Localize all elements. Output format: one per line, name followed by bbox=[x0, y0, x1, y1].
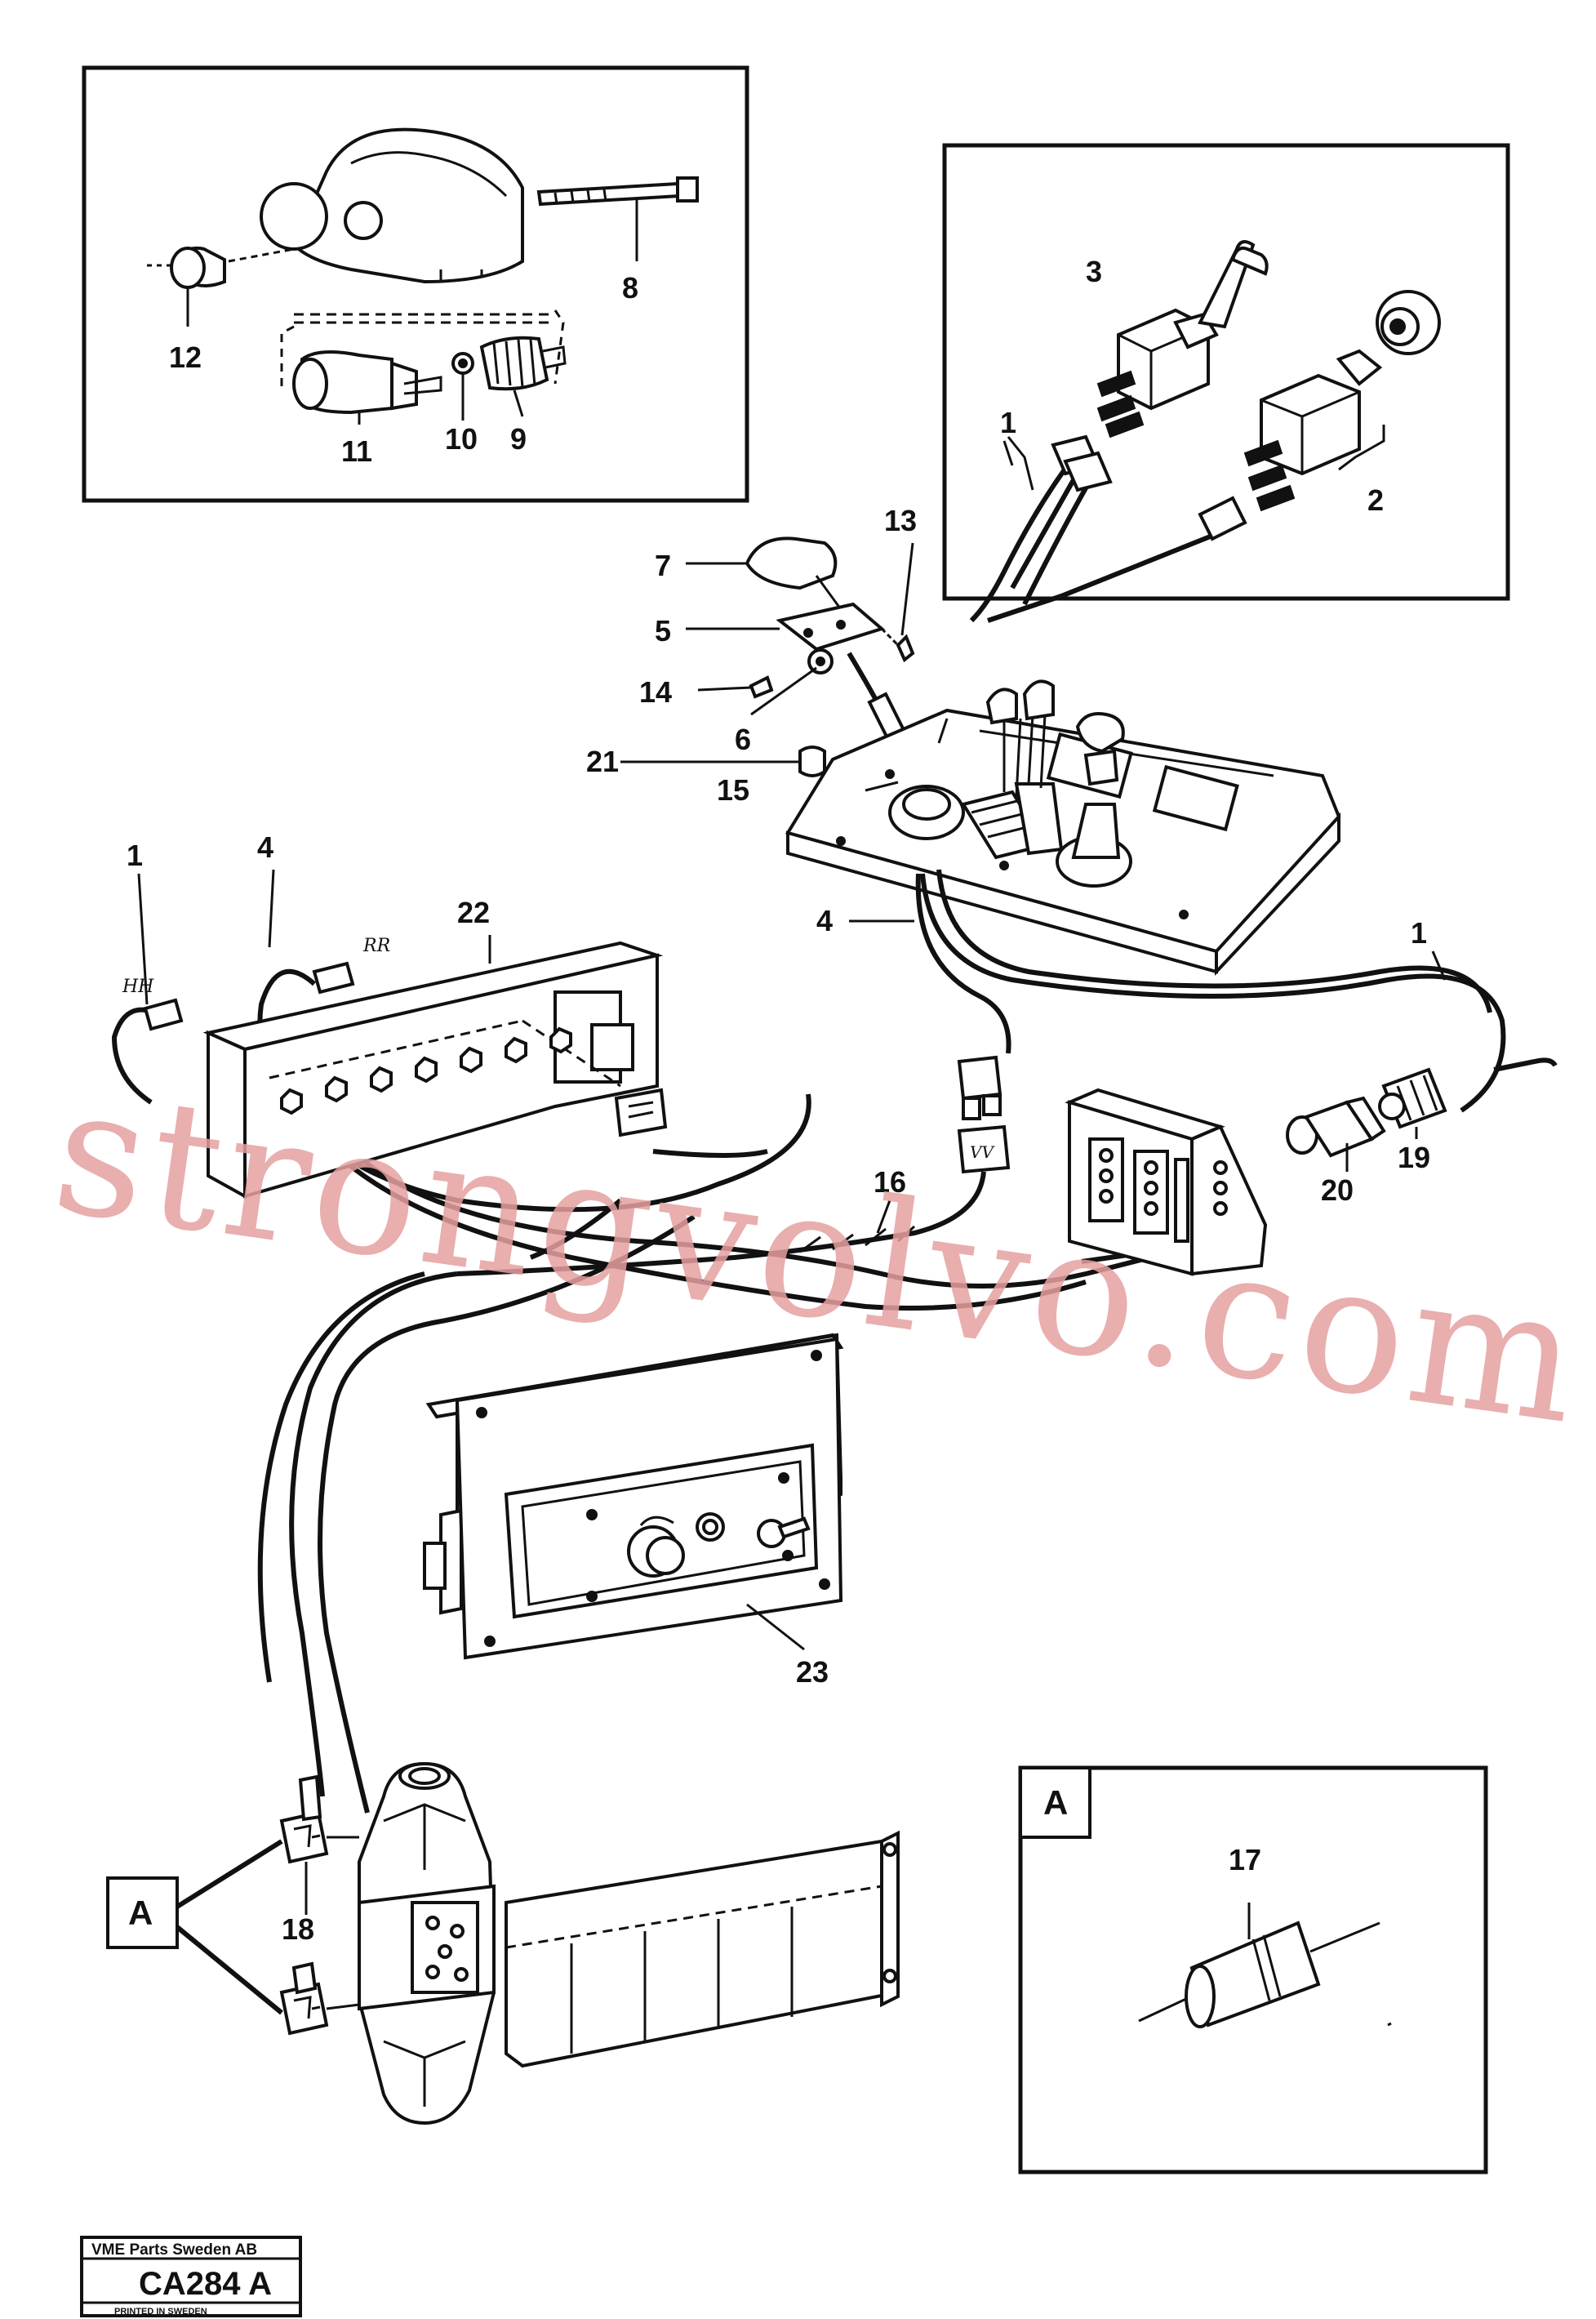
callout-1-top: 1 bbox=[1000, 406, 1016, 439]
callout-14: 14 bbox=[639, 675, 672, 709]
vme-stamp: VME Parts Sweden AB CA284 A PRINTED IN S… bbox=[80, 2236, 302, 2317]
control-box bbox=[423, 1333, 844, 1660]
wiring-harness bbox=[111, 869, 1558, 1814]
callout-1-left: 1 bbox=[127, 839, 143, 872]
callout-6: 6 bbox=[735, 723, 751, 756]
callout-20: 20 bbox=[1321, 1173, 1354, 1207]
callout-8: 8 bbox=[622, 271, 638, 305]
stamp-company: VME Parts Sweden AB bbox=[91, 2241, 257, 2259]
control-panel bbox=[620, 536, 1341, 977]
stamp-code: CA284 A bbox=[139, 2266, 272, 2302]
callout-7: 7 bbox=[655, 549, 671, 582]
callout-16: 16 bbox=[874, 1165, 906, 1199]
detail-a-label-inset: A bbox=[1043, 1783, 1068, 1822]
stamp-printed: PRINTED IN SWEDEN bbox=[114, 2307, 207, 2317]
callout-22: 22 bbox=[457, 896, 490, 929]
inset-switch-housing bbox=[82, 65, 749, 503]
callout-21: 21 bbox=[586, 745, 619, 778]
terminal-rail bbox=[143, 941, 668, 1200]
inset-a bbox=[1018, 1765, 1488, 2174]
callout-1-right: 1 bbox=[1411, 916, 1427, 950]
callout-18: 18 bbox=[282, 1912, 314, 1946]
callout-13: 13 bbox=[884, 504, 917, 537]
junction-block bbox=[1065, 1067, 1447, 1276]
mark-rr: RR bbox=[362, 936, 390, 956]
callout-4-center: 4 bbox=[816, 904, 833, 937]
callout-11: 11 bbox=[341, 434, 372, 468]
callout-19: 19 bbox=[1398, 1141, 1430, 1174]
inset-switches bbox=[942, 143, 1510, 623]
callout-10: 10 bbox=[445, 422, 478, 456]
mark-vv: VV bbox=[970, 1142, 995, 1162]
terminal-holes bbox=[280, 1026, 572, 1115]
callout-3: 3 bbox=[1086, 255, 1102, 288]
callout-17: 17 bbox=[1229, 1843, 1261, 1876]
mark-hh: HH bbox=[122, 977, 154, 997]
detail-a-label-left: A bbox=[128, 1894, 153, 1932]
callout-12: 12 bbox=[169, 341, 202, 374]
callout-4-left: 4 bbox=[257, 830, 273, 864]
callout-9: 9 bbox=[510, 422, 527, 456]
valve-assembly bbox=[106, 1761, 900, 2125]
callout-2: 2 bbox=[1367, 483, 1384, 517]
callout-23: 23 bbox=[796, 1655, 829, 1689]
callout-15: 15 bbox=[717, 773, 749, 807]
callout-labels: 8 12 11 10 9 3 1 2 13 7 5 14 6 21 15 1 4… bbox=[127, 255, 1447, 1946]
callout-5: 5 bbox=[655, 614, 671, 648]
